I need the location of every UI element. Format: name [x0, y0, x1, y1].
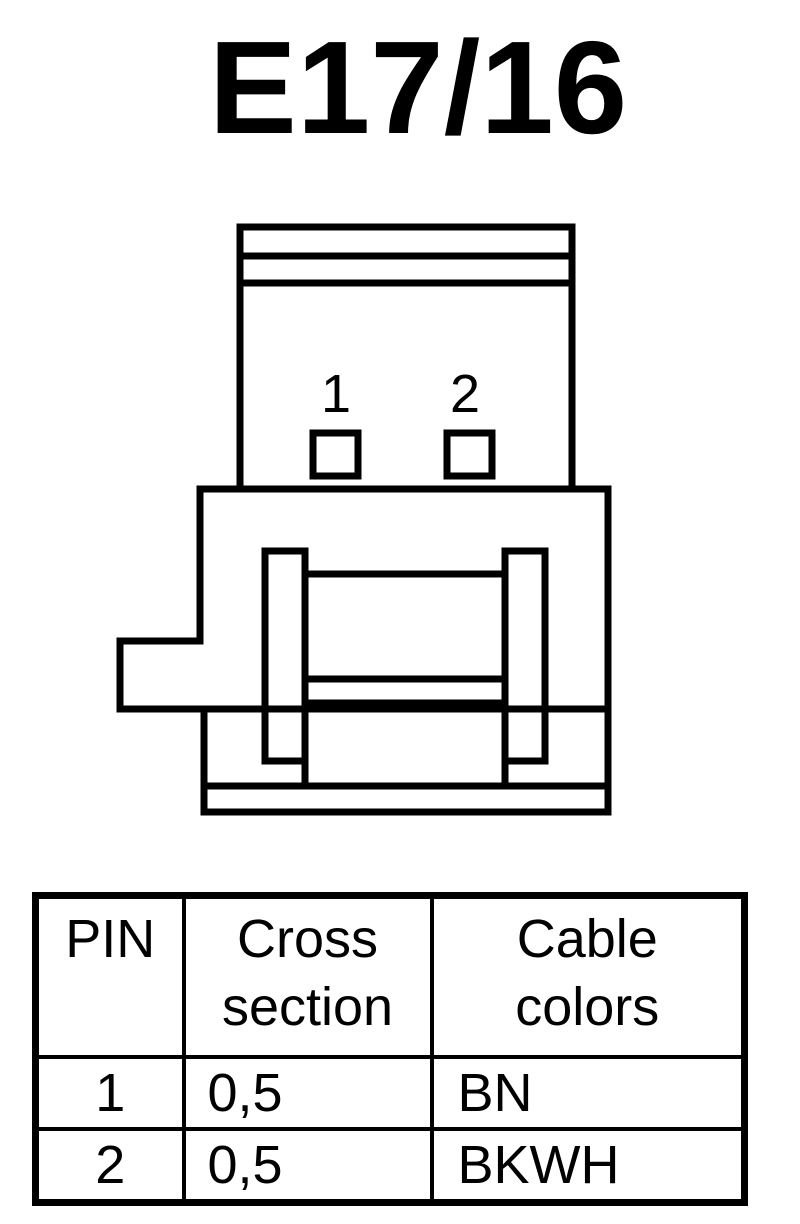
header-cable-colors-line-2: colors [515, 977, 660, 1037]
header-cable-colors-line-1: Cable [516, 909, 658, 969]
header-cross-section: Cross section [181, 893, 434, 1059]
header-pin-label: PIN [65, 909, 156, 969]
connector-title: E17/16 [208, 14, 628, 161]
row-2-pin: 2 [33, 1127, 186, 1205]
pin-1: 1 [309, 364, 362, 480]
row-1-cable-color: BN [429, 1055, 747, 1131]
table-row: 1 0,5 BN [33, 1055, 747, 1131]
row-1-cross-section: 0,5 [181, 1055, 434, 1131]
pin-1-socket [309, 429, 362, 480]
pin-2-socket [443, 429, 496, 480]
row-2-cross-section: 0,5 [181, 1127, 434, 1205]
header-cross-section-line-2: section [221, 977, 394, 1037]
housing-lower-body [116, 485, 612, 816]
header-pin: PIN [33, 893, 186, 1059]
latch-right-post [501, 547, 549, 765]
connector-housing [116, 223, 612, 816]
latch-left-post [261, 547, 309, 765]
header-cable-colors: Cable colors [429, 893, 747, 1059]
pin-2-label: 2 [450, 364, 480, 424]
row-1-pin: 1 [33, 1055, 186, 1131]
housing-top-body [236, 223, 576, 493]
table-row: 2 0,5 BKWH [33, 1127, 747, 1205]
row-2-cable-color: BKWH [429, 1127, 747, 1205]
table-header-row: PIN Cross section Cable colors [33, 893, 747, 1059]
connector-drawing: 1 2 [116, 223, 612, 816]
pin-2: 2 [443, 364, 496, 480]
pin-1-label: 1 [321, 364, 351, 424]
header-cross-section-line-1: Cross [236, 909, 378, 969]
pin-assignment-table: PIN Cross section Cable colors 1 0,5 BN … [32, 892, 748, 1206]
